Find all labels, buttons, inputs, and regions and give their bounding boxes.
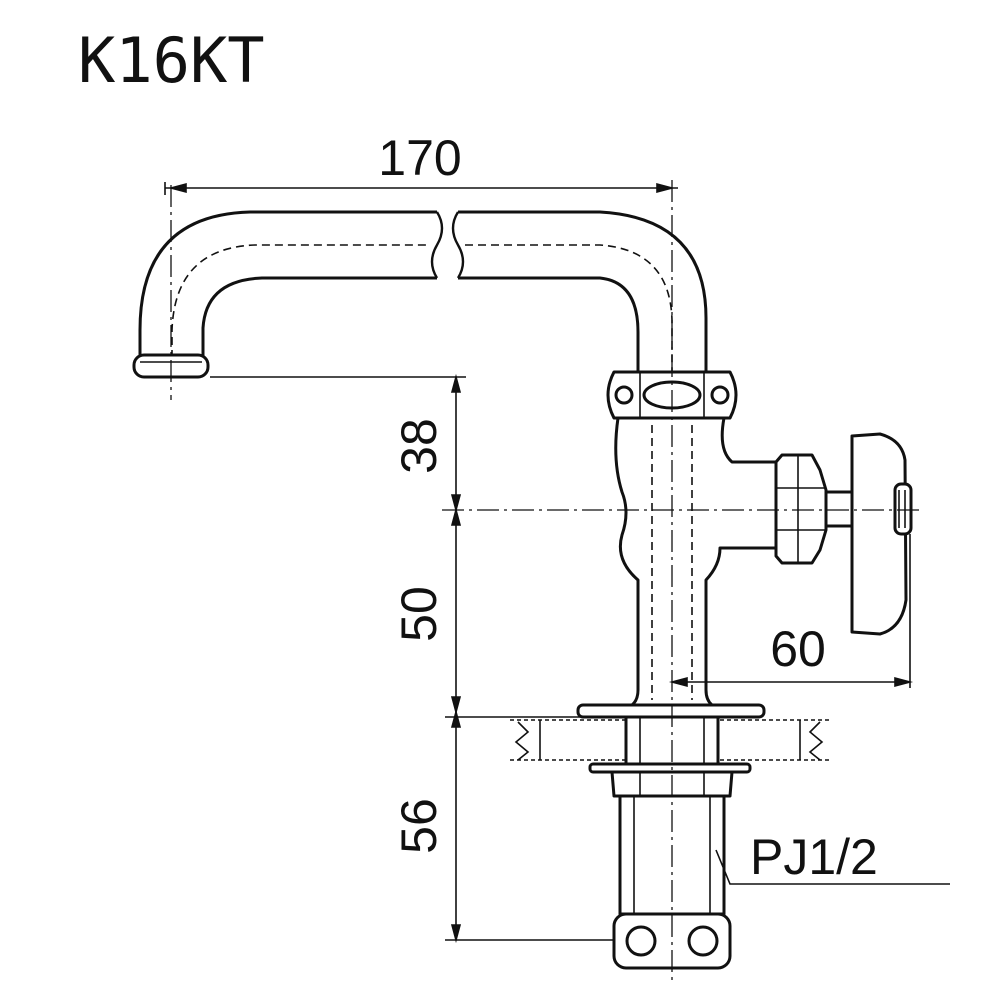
spout-break-left [430,211,444,279]
dimension-handle-axis-to-base: 50 [391,586,447,642]
handle-screw [893,482,913,536]
center-lines [170,180,920,985]
base-flange [576,703,766,719]
dimension-shank-length: 56 [391,798,447,854]
spout-outer [138,210,437,357]
faucet-body [132,210,913,970]
valve-stem [824,490,854,528]
spout-outer-right [458,210,708,372]
handle-collar-nut [774,453,828,565]
dimension-spout-to-handle-axis: 38 [391,418,447,474]
body-hidden-bore [651,425,693,700]
counter-break-right [808,721,824,761]
counter-break-left [514,721,530,761]
thread-callout: PJ1/2 [750,829,878,885]
dimension-lines [164,182,950,944]
dimension-handle-projection: 60 [770,621,826,677]
spout-inner-right [458,276,640,372]
spout-break-right [451,211,465,279]
handle-lever [850,432,908,636]
valve-body [614,416,778,707]
model-title: K16KT [78,24,265,97]
spout-hidden-bore [171,244,673,372]
dimension-spout-reach: 170 [378,130,461,186]
spout-inner [201,276,437,357]
